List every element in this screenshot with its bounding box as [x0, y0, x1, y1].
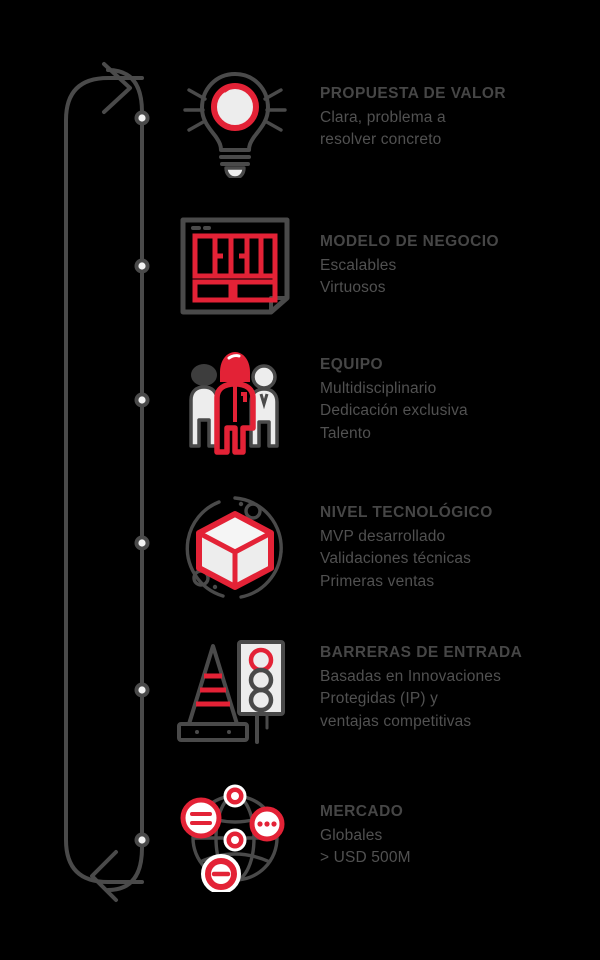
section-title: MERCADO	[320, 803, 404, 821]
section-lines: Basadas en Innovaciones Protegidas (IP) …	[320, 666, 600, 733]
traffic-cone-light-icon	[177, 640, 285, 744]
milestone-dot-core	[138, 539, 146, 547]
section-nivel-tecnologico: NIVEL TECNOLÓGICO MVP desarrollado Valid…	[170, 492, 600, 604]
text-slot: MERCADO Globales > USD 500M	[300, 802, 600, 870]
globe-network-icon	[180, 784, 285, 892]
person-left	[189, 364, 219, 448]
milestone-dot	[134, 682, 150, 698]
lightbulb-icon	[183, 72, 287, 178]
text-slot: NIVEL TECNOLÓGICO MVP desarrollado Valid…	[300, 503, 600, 593]
section-line: Talento	[320, 424, 372, 442]
chevron-right-icon	[102, 62, 132, 114]
section-line: Multidisciplinario	[320, 379, 437, 397]
cube-orbit-icon	[185, 496, 283, 599]
milestone-dot-core	[138, 686, 146, 694]
cube-shape	[196, 511, 274, 590]
text-slot: PROPUESTA DE VALOR Clara, problema a res…	[300, 84, 600, 152]
icon-slot	[170, 58, 300, 178]
section-title: MODELO DE NEGOCIO	[320, 233, 500, 251]
section-line: Clara, problema a	[320, 108, 446, 126]
icon-slot	[170, 492, 300, 604]
icon-slot	[170, 342, 300, 458]
section-propuesta-de-valor: PROPUESTA DE VALOR Clara, problema a res…	[170, 58, 600, 178]
section-line: Globales	[320, 826, 383, 844]
milestone-dot	[134, 832, 150, 848]
section-title: NIVEL TECNOLÓGICO	[320, 503, 493, 521]
section-title: PROPUESTA DE VALOR	[320, 85, 507, 103]
rail-spine-path	[106, 68, 144, 892]
text-slot: EQUIPO Multidisciplinario Dedicación exc…	[300, 355, 600, 445]
section-lines: Clara, problema a resolver concreto	[320, 107, 600, 152]
text-slot: BARRERAS DE ENTRADA Basadas en Innovacio…	[300, 643, 600, 733]
section-line: Escalables	[320, 256, 397, 274]
chevron-left-icon	[90, 850, 118, 902]
section-line: MVP desarrollado	[320, 527, 446, 545]
icon-slot	[170, 780, 300, 892]
section-line: Basadas en Innovaciones	[320, 667, 501, 685]
text-slot: MODELO DE NEGOCIO Escalables Virtuosos	[300, 232, 600, 300]
icon-slot	[170, 212, 300, 320]
section-lines: MVP desarrollado Validaciones técnicas P…	[320, 526, 600, 593]
section-barreras-de-entrada: BARRERAS DE ENTRADA Basadas en Innovacio…	[170, 632, 600, 744]
section-line: Dedicación exclusiva	[320, 402, 468, 420]
milestone-dot	[134, 110, 150, 126]
section-mercado: MERCADO Globales > USD 500M	[170, 780, 600, 892]
section-title: EQUIPO	[320, 355, 383, 373]
section-line: ventajas competitivas	[320, 712, 472, 730]
section-line: resolver concreto	[320, 131, 442, 149]
section-title: BARRERAS DE ENTRADA	[320, 643, 523, 661]
section-line: Protegidas (IP) y	[320, 690, 438, 708]
milestone-dot-core	[138, 262, 146, 270]
section-equipo: EQUIPO Multidisciplinario Dedicación exc…	[170, 342, 600, 458]
section-modelo-de-negocio: MODELO DE NEGOCIO Escalables Virtuosos	[170, 212, 600, 320]
section-line: Virtuosos	[320, 279, 386, 297]
section-line: > USD 500M	[320, 849, 411, 867]
team-people-icon	[189, 352, 279, 455]
milestone-dot-core	[138, 114, 146, 122]
milestone-dot-core	[138, 396, 146, 404]
milestone-dot	[134, 258, 150, 274]
section-lines: Multidisciplinario Dedicación exclusiva …	[320, 378, 600, 445]
blueprint-icon	[180, 217, 290, 315]
section-lines: Globales > USD 500M	[320, 825, 600, 870]
milestone-dot-core	[138, 836, 146, 844]
person-center-highlight	[214, 352, 256, 455]
milestone-dot	[134, 535, 150, 551]
section-lines: Escalables Virtuosos	[320, 255, 600, 300]
section-line: Primeras ventas	[320, 572, 435, 590]
milestone-dots	[134, 110, 150, 848]
icon-slot	[170, 632, 300, 744]
milestone-dot	[134, 392, 150, 408]
section-line: Validaciones técnicas	[320, 550, 472, 568]
rail-outer-path	[64, 76, 144, 884]
